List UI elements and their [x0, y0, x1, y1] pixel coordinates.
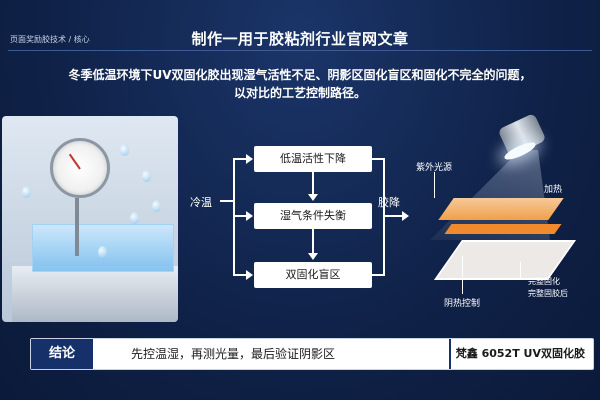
intro-line-1: 冬季低温环境下UV双固化胶出现湿气活性不足、阴影区固化盲区和固化不完全的问题，: [68, 68, 532, 82]
flow-left-label: 冷温: [190, 196, 212, 209]
arrow-right-icon: [246, 154, 253, 164]
conclusion-label: 结论: [31, 339, 93, 369]
water-drop-icon: [152, 200, 161, 212]
connector-down-2: [312, 229, 314, 253]
conclusion-text: 先控温湿，再测光量，最后验证阴影区: [131, 347, 336, 361]
intro-paragraph: 冬季低温环境下UV双固化胶出现湿气活性不足、阴影区固化盲区和固化不完全的问题， …: [40, 66, 560, 102]
shadow-control-label: 阴热控制: [444, 299, 481, 309]
water-drop-icon: [142, 170, 151, 182]
connector-right-bottom: [372, 274, 384, 276]
water-drop-icon: [22, 186, 31, 198]
breadcrumb: 页面奖励胶技术 / 核心: [10, 35, 90, 44]
cure-pointer: [520, 262, 521, 278]
uv-source-label: 紫外光源: [416, 163, 453, 173]
water-drop-icon: [130, 212, 139, 224]
adhesive-layer: [444, 224, 562, 234]
thermometer-stem: [75, 198, 79, 256]
arrow-right-icon: [246, 211, 253, 221]
water-drop-icon: [98, 246, 107, 258]
uv-source-pointer: [434, 172, 435, 198]
intro-line-2: 以对比的工艺控制路径。: [233, 86, 366, 100]
cure-label-2: 完整固胶后: [528, 289, 568, 298]
product-name: 梵鑫 6052T UV双固化胶: [455, 347, 585, 360]
water-drop-icon: [120, 144, 129, 156]
connector-down-1: [312, 172, 314, 194]
connector-left-mid: [233, 215, 247, 217]
title-divider: [8, 50, 592, 51]
pressure-gauge-icon: [50, 138, 110, 198]
heating-label: 加热: [544, 185, 563, 195]
flow-step-3: 双固化盲区: [254, 262, 372, 288]
shadow-pointer: [462, 256, 463, 294]
gauge-needle: [68, 153, 81, 170]
connector-left-vertical: [233, 159, 235, 275]
flow-step-2: 湿气条件失衡: [254, 203, 372, 229]
cure-label-1: 完整固化: [528, 277, 560, 286]
conclusion-divider: [449, 339, 451, 369]
connector-left-bottom: [233, 274, 247, 276]
connector-left-top: [233, 158, 247, 160]
low-temperature-illustration: [2, 116, 178, 322]
arrow-right-icon: [246, 270, 253, 280]
arrow-down-icon: [308, 194, 318, 201]
substrate-block: [12, 266, 178, 322]
arrow-right-icon: [402, 211, 409, 221]
page-title: 制作一用于胶粘剂行业官网文章: [191, 30, 409, 48]
arrow-down-icon: [308, 253, 318, 260]
connector-right-vertical: [383, 158, 385, 276]
conclusion-bar: 结论 先控温湿，再测光量，最后验证阴影区 梵鑫 6052T UV双固化胶: [30, 338, 594, 370]
top-substrate-layer: [438, 198, 564, 220]
connector-right-out: [383, 215, 403, 217]
flow-right-label: 胶降: [378, 196, 400, 209]
flow-step-1: 低温活性下降: [254, 146, 372, 172]
connector-left-stub: [220, 200, 234, 202]
connector-right-top: [372, 158, 384, 160]
